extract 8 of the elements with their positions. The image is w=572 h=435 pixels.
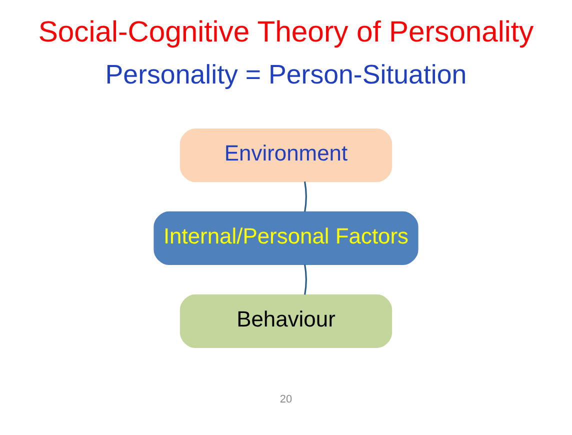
label: Personality = Person-Situation	[105, 59, 467, 90]
connector	[304, 264, 307, 295]
node-box: Environment	[180, 128, 392, 182]
node-box: Behaviour	[180, 294, 392, 348]
node-box: Internal/Personal Factors	[154, 211, 418, 266]
diagram-title: Social-Cognitive Theory of Personality	[38, 16, 534, 49]
connector	[304, 181, 307, 212]
label: 20	[280, 393, 292, 406]
